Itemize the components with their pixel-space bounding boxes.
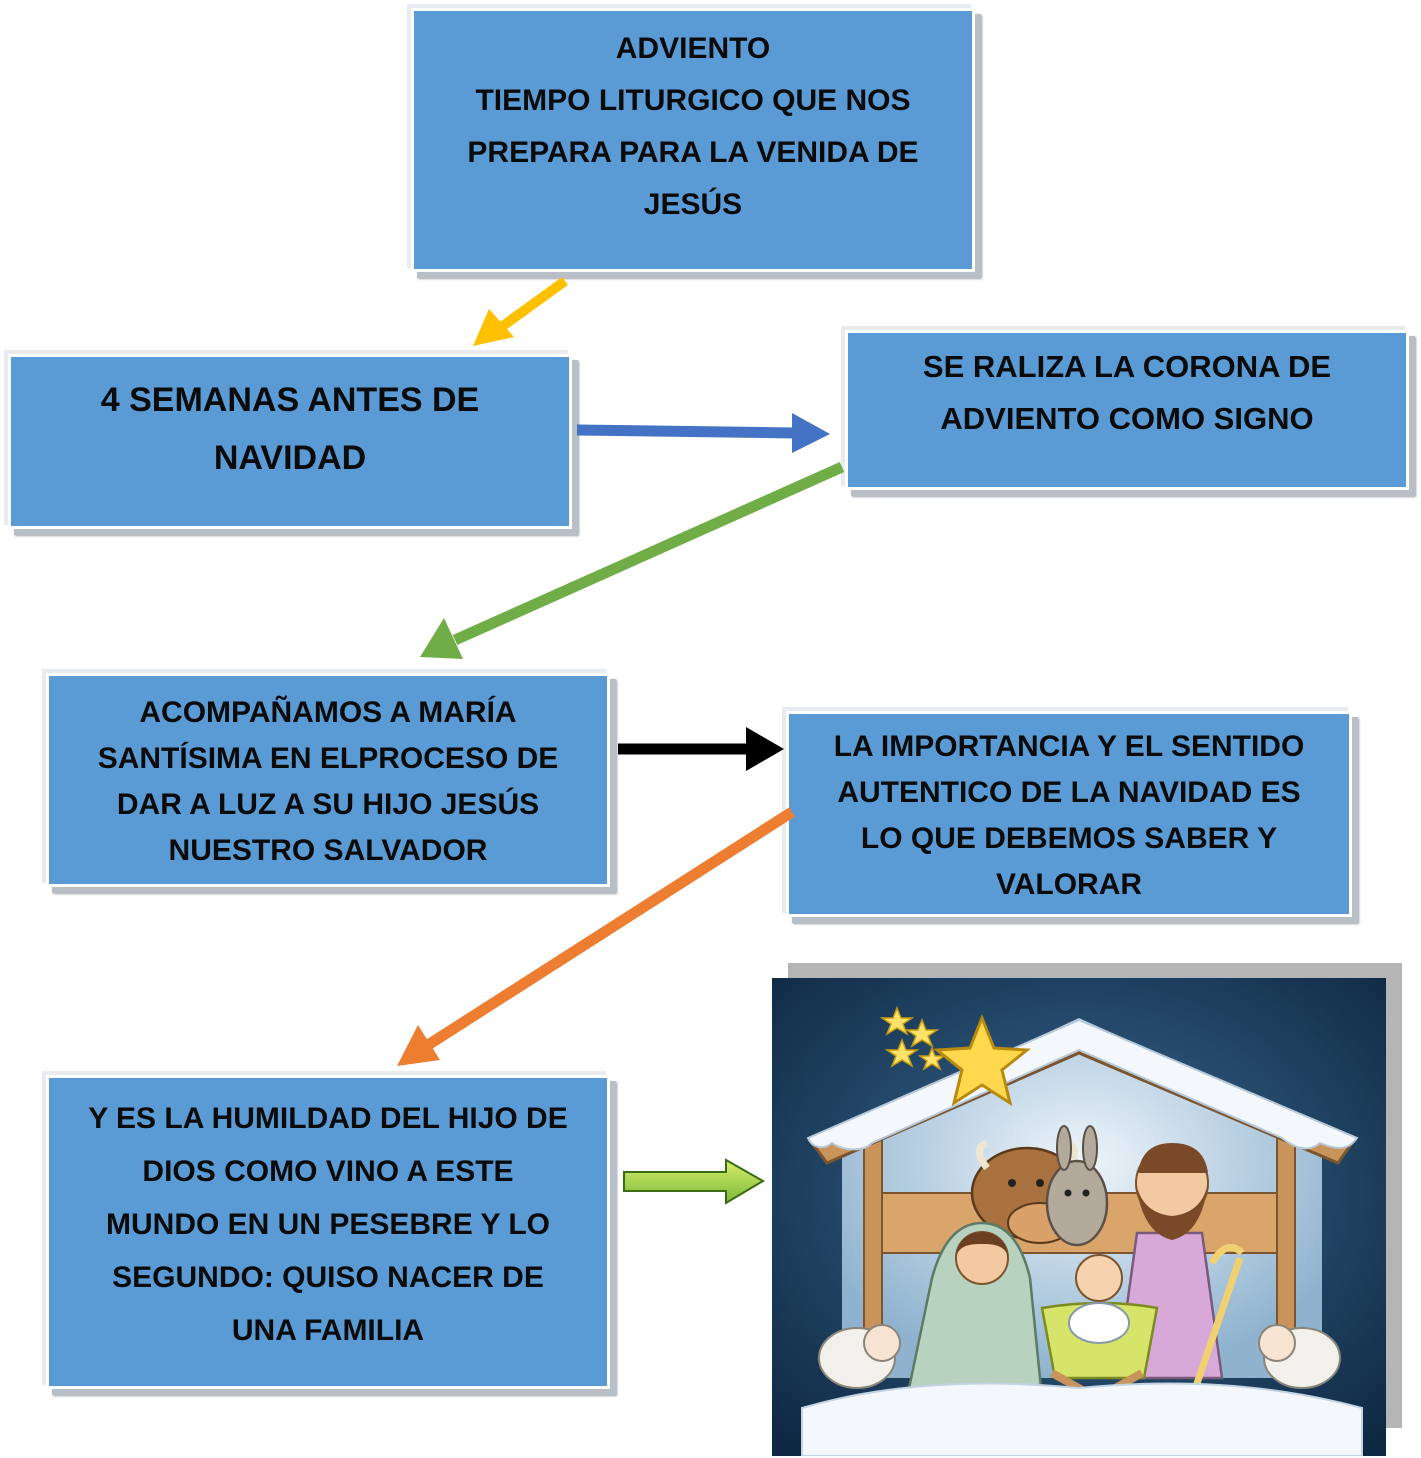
sheep-right-icon [1258, 1324, 1341, 1389]
box-humildad-line: DIOS COMO VINO A ESTE [142, 1155, 514, 1188]
small-stars-icon [879, 1005, 947, 1071]
sheep-left-icon [818, 1324, 901, 1389]
box-adviento-line: TIEMPO LITURGICO QUE NOS [475, 84, 911, 117]
box-maria-line: NUESTRO SALVADOR [168, 834, 488, 867]
snow-ground [801, 1382, 1363, 1456]
joseph-figure [1115, 1143, 1245, 1400]
roof-snow [806, 1018, 1359, 1151]
arrow-humildad-to-image [623, 1158, 765, 1205]
box-humildad-line: SEGUNDO: QUISO NACER DE [112, 1261, 544, 1294]
arrow-maria-to-importancia [618, 727, 784, 771]
box-adviento-line: ADVIENTO [615, 32, 771, 65]
box-maria-line: DAR A LUZ A SU HIJO JESÚS [116, 788, 540, 821]
box-semanas-line: NAVIDAD [213, 439, 367, 477]
box-importancia-line: VALORAR [995, 868, 1143, 901]
box-humildad-line: UNA FAMILIA [231, 1314, 425, 1347]
box-corona: SE RALIZA LA CORONA DE ADVIENTO COMO SIG… [845, 330, 1409, 490]
box-semanas-line: 4 SEMANAS ANTES DE [100, 381, 480, 419]
box-maria: ACOMPAÑAMOS A MARÍA SANTÍSIMA EN ELPROCE… [46, 673, 610, 887]
box-adviento: ADVIENTO TIEMPO LITURGICO QUE NOS PREPAR… [411, 8, 975, 272]
box-semanas: 4 SEMANAS ANTES DE NAVIDAD [8, 354, 572, 529]
arrow-semanas-to-corona [576, 413, 830, 453]
box-importancia: LA IMPORTANCIA Y EL SENTIDO AUTENTICO DE… [786, 711, 1352, 917]
box-humildad-line: Y ES LA HUMILDAD DEL HIJO DE [88, 1102, 568, 1135]
box-maria-line: ACOMPAÑAMOS A MARÍA [139, 696, 517, 729]
arrow-adviento-to-semanas [473, 276, 568, 346]
star-of-bethlehem-icon [933, 1013, 1031, 1107]
box-corona-line: SE RALIZA LA CORONA DE [922, 349, 1332, 384]
box-humildad-line: MUNDO EN UN PESEBRE Y LO [106, 1208, 550, 1241]
box-importancia-line: AUTENTICO DE LA NAVIDAD ES [837, 776, 1301, 809]
box-importancia-line: LO QUE DEBEMOS SABER Y [860, 822, 1278, 855]
box-importancia-line: LA IMPORTANCIA Y EL SENTIDO [833, 730, 1305, 763]
mary-figure [905, 1221, 1044, 1400]
box-adviento-line: JESÚS [643, 188, 743, 221]
nativity-illustration [772, 978, 1386, 1456]
box-maria-line: SANTÍSIMA EN ELPROCESO DE [97, 742, 559, 775]
donkey-icon [1045, 1125, 1109, 1247]
box-humildad: Y ES LA HUMILDAD DEL HIJO DE DIOS COMO V… [46, 1075, 610, 1389]
box-corona-line: ADVIENTO COMO SIGNO [940, 401, 1314, 436]
box-adviento-line: PREPARA PARA LA VENIDA DE [467, 136, 919, 169]
nativity-image [772, 978, 1386, 1456]
